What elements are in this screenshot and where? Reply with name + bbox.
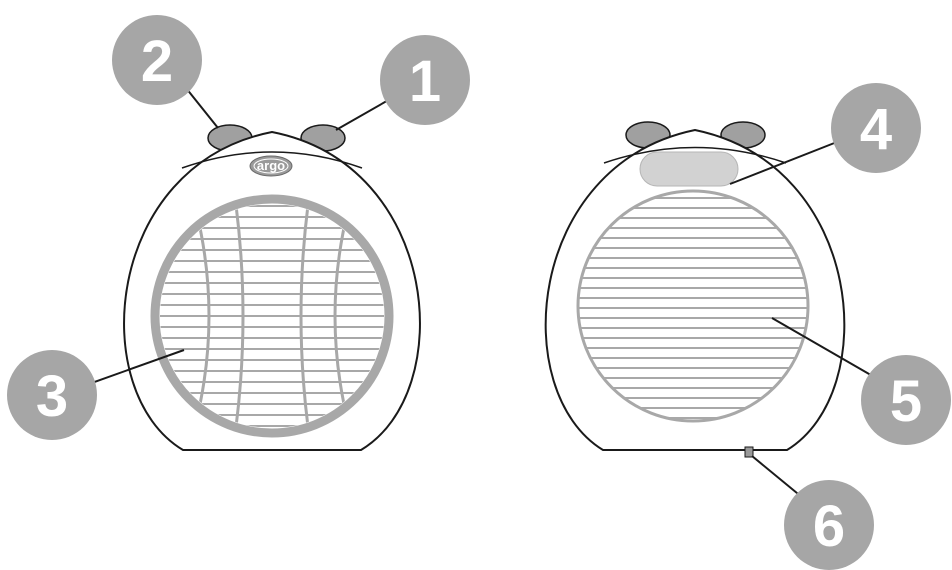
callout-1: 1: [335, 35, 470, 131]
front-grille-rib: [234, 204, 245, 428]
leader-line-6: [751, 455, 804, 499]
front-grille-rib: [333, 209, 350, 423]
rear-handle: [639, 151, 739, 187]
callout-number-5: 5: [890, 369, 922, 434]
callout-number-3: 3: [36, 364, 68, 429]
front-top-arc: [181, 151, 363, 169]
callout-badge-4: [831, 83, 921, 173]
front-grille-rib: [299, 204, 310, 428]
callout-badge-2: [112, 15, 202, 105]
logo-text: argo: [257, 158, 285, 173]
front-grille-rib: [194, 209, 211, 423]
rear-base-switch: [744, 446, 754, 458]
heater-rear-view: [544, 121, 846, 458]
rear-top-arc: [603, 146, 787, 164]
callout-4: 4: [729, 83, 921, 185]
brand-logo: argo: [249, 155, 293, 177]
callout-5: 5: [771, 317, 951, 445]
rear-body-outline: [544, 128, 846, 451]
callout-badge-3: [7, 350, 97, 440]
callout-6: 6: [751, 455, 874, 570]
callout-number-1: 1: [409, 49, 441, 114]
leader-line-3: [85, 349, 185, 386]
callout-number-6: 6: [813, 494, 845, 559]
leader-line-4: [729, 139, 843, 185]
callout-badge-5: [861, 355, 951, 445]
leader-line-1: [335, 97, 393, 131]
callout-number-4: 4: [860, 97, 892, 162]
callout-badge-1: [380, 35, 470, 125]
leader-line-2: [185, 87, 219, 129]
heater-front-view: argo: [123, 124, 421, 451]
front-body-outline: [123, 130, 421, 451]
callout-badge-6: [784, 480, 874, 570]
callout-3: 3: [7, 349, 185, 440]
leader-line-5: [771, 317, 877, 379]
callout-2: 2: [112, 15, 219, 129]
callout-number-2: 2: [141, 29, 173, 94]
